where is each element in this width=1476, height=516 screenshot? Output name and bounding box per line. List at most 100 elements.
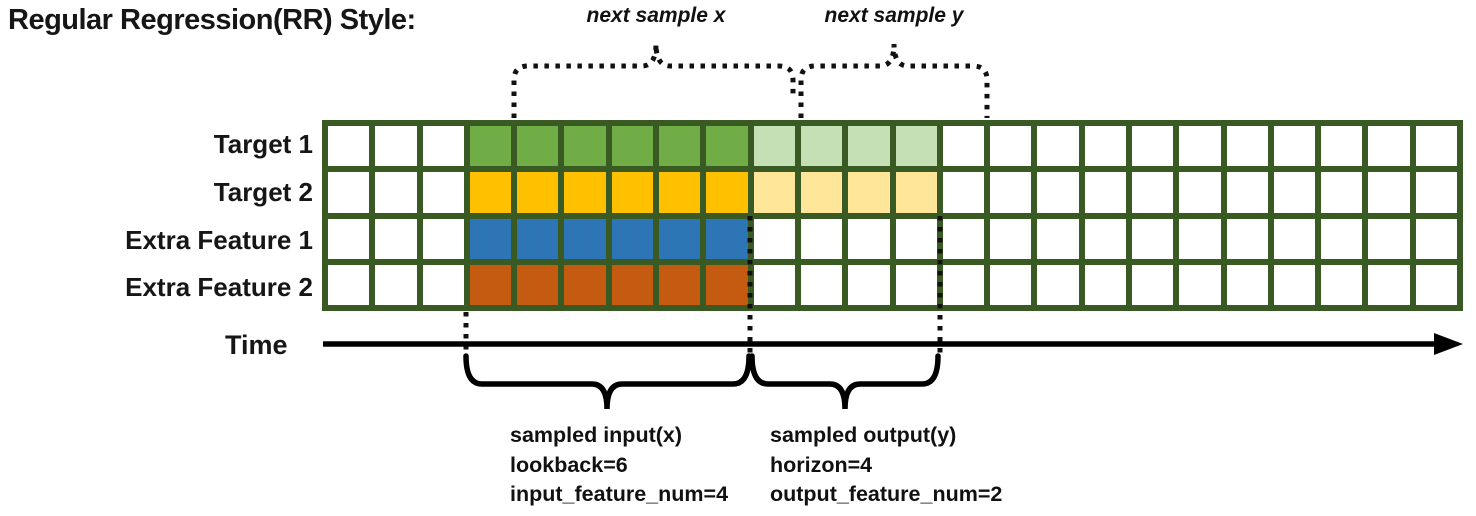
grid-cell [1273,264,1316,305]
grid-cell [564,126,606,167]
grid-cell [611,218,654,259]
grid-cell [706,264,748,305]
grid-cell [1273,126,1316,167]
grid-cell [469,126,512,167]
time-axis-label: Time [225,330,288,360]
grid-cell [611,264,654,305]
row-label-extra-feature-1: Extra Feature 1 [125,225,313,255]
grid-cell [942,218,985,259]
grid-cell [1179,264,1221,305]
grid-cell [1037,126,1079,167]
grid-cell [1415,126,1457,167]
grid-cell [800,126,843,167]
grid-cell [375,264,417,305]
grid-cell [611,126,654,167]
grid-cell [753,264,795,305]
grid-cell [706,126,748,167]
row-label-extra-feature-2: Extra Feature 2 [125,272,313,302]
next-sample-y-label: next sample y [824,4,964,27]
grid-cell [517,172,559,213]
sampled-input-title: sampled input(x) [510,423,683,447]
grid-cell [422,218,464,259]
grid-cell [1131,172,1174,213]
grid-cell [1321,264,1363,305]
grid-cell [753,126,795,167]
sampled-output-brace [749,353,941,410]
grid-cell [469,172,512,213]
lookback-value: lookback=6 [510,452,628,477]
grid-cell [800,172,843,213]
row-label-target-1: Target 1 [213,129,313,159]
grid-cell [422,126,464,167]
grid-cell [517,218,559,259]
grid-cell [1037,172,1079,213]
grid-cell [1131,264,1174,305]
grid-cell [1179,126,1221,167]
next-sample-x-label: next sample x [586,4,726,27]
grid-cell [1131,126,1174,167]
time-axis-arrowhead-icon [1434,333,1463,355]
grid-cell [611,172,654,213]
grid-cell [753,172,795,213]
grid-cell [942,126,985,167]
grid-cell [1368,172,1410,213]
diagram-title: Regular Regression(RR) Style: [8,4,416,36]
output-feature-num-value: output_feature_num=2 [770,482,1003,506]
next-sample-y-brace [798,43,990,118]
grid-cell [800,218,843,259]
grid-cell [375,172,417,213]
grid-cell [706,218,748,259]
grid-cell [564,218,606,259]
grid-cell [1179,218,1221,259]
horizon-value: horizon=4 [770,452,873,477]
grid-cell [659,126,701,167]
grid-cell [1037,264,1079,305]
grid-cell [895,126,937,167]
sampled-output-title: sampled output(y) [770,423,957,447]
grid-cell [895,172,937,213]
grid-cell [895,218,937,259]
grid-cell [990,126,1032,167]
sample-grid [322,120,1463,311]
grid-cell [1273,172,1316,213]
grid-cell [469,218,512,259]
grid-cell [1226,218,1268,259]
grid-cell [659,218,701,259]
grid-cell [328,172,370,213]
grid-cell [1273,218,1316,259]
grid-cell [895,264,937,305]
grid-cell [942,172,985,213]
sampled-input-brace [463,353,752,410]
grid-cell [422,172,464,213]
grid-cell [1368,264,1410,305]
grid-cell [328,264,370,305]
grid-cell [706,172,748,213]
grid-cell [990,264,1032,305]
grid-cell [1226,172,1268,213]
grid-cell [328,126,370,167]
grid-cell [375,126,417,167]
grid-cell [517,264,559,305]
grid-cell [848,264,890,305]
grid-cell [1415,172,1457,213]
grid-cell [564,264,606,305]
grid-cell [659,264,701,305]
sampled-output-caption: sampled output(y) horizon=4 output_featu… [770,421,1002,510]
grid-cell [1321,126,1363,167]
row-label-target-2: Target 2 [213,177,313,207]
input-feature-num-value: input_feature_num=4 [510,482,729,506]
grid-cell [942,264,985,305]
grid-cell [1226,126,1268,167]
grid-cell [469,264,512,305]
grid-cell [990,172,1032,213]
grid-cell [422,264,464,305]
grid-cell [1226,264,1268,305]
grid-cell [1084,264,1126,305]
grid-cell [800,264,843,305]
grid-cell [1368,218,1410,259]
grid-cell [848,218,890,259]
sampled-input-caption: sampled input(x) lookback=6 input_featur… [510,421,728,510]
next-sample-x-brace [511,43,796,118]
grid-cell [1037,218,1079,259]
